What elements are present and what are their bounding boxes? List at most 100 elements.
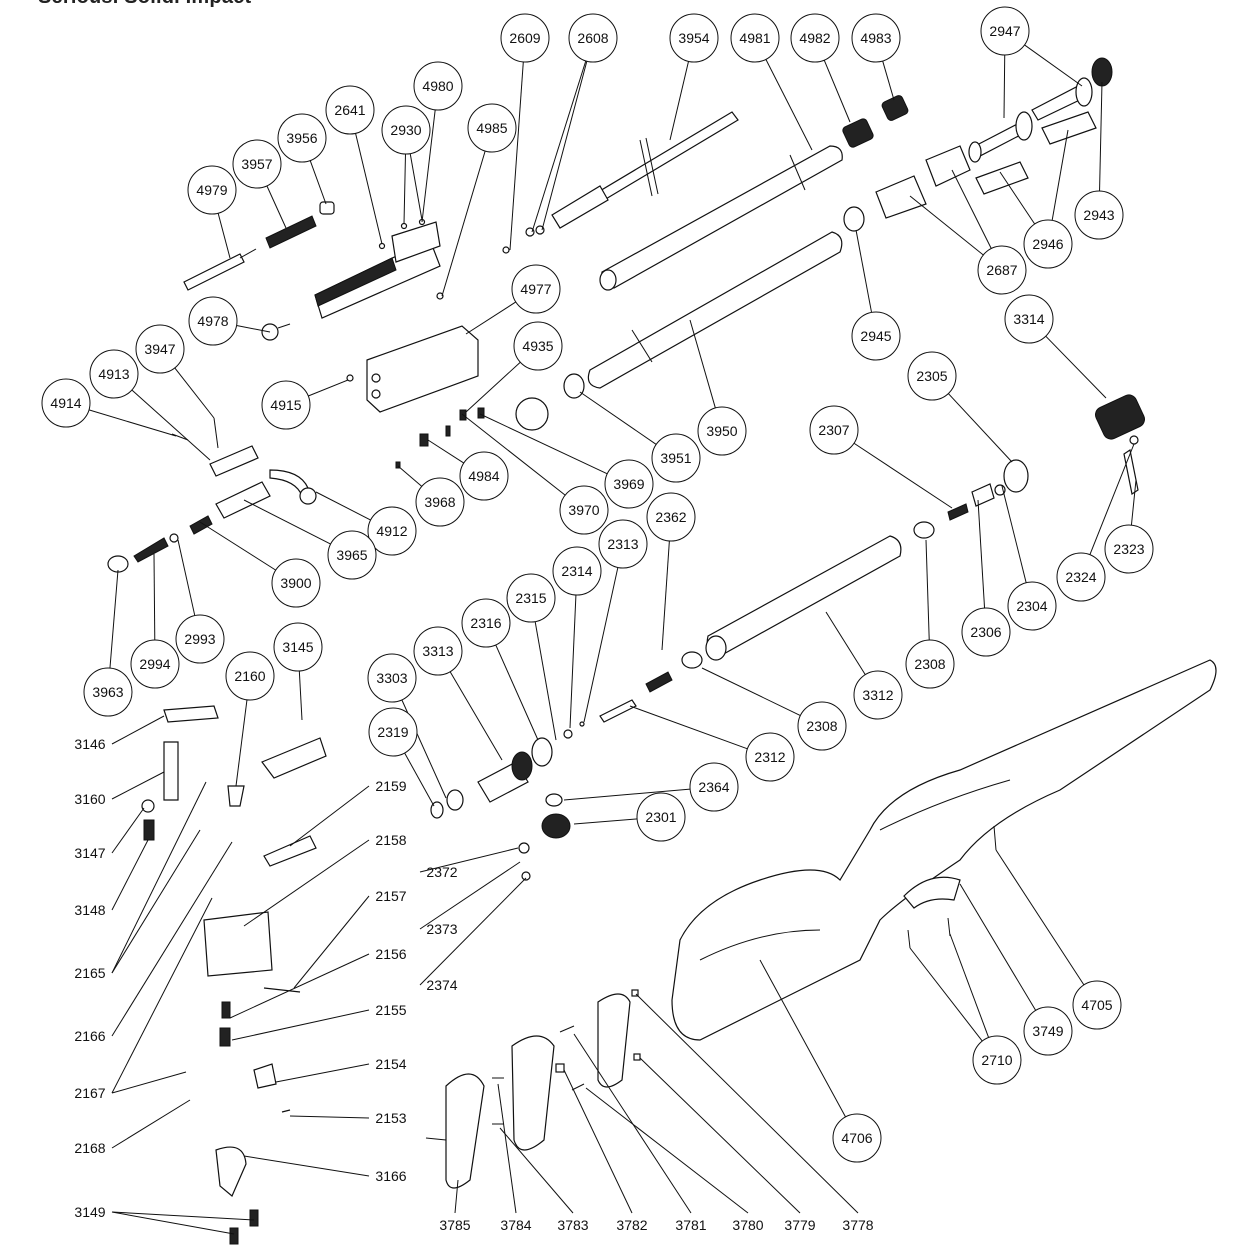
leader-line — [111, 771, 165, 800]
part-number-label: 3950 — [706, 423, 737, 439]
part-number-label: 3780 — [732, 1217, 763, 1233]
part-number-label: 2154 — [375, 1056, 406, 1072]
valve-cylinder-part — [515, 397, 549, 431]
muzzle-collar-part — [842, 95, 909, 148]
callout-bubble — [669, 13, 719, 63]
end-cap-part — [563, 373, 585, 399]
callout-bubble — [1004, 294, 1054, 344]
leader-line — [111, 1071, 187, 1094]
callout-bubble — [598, 519, 648, 569]
bolt-knob-part — [261, 323, 291, 341]
leader-line — [111, 1211, 255, 1221]
leader-line — [88, 409, 177, 437]
callout-bubble — [697, 406, 747, 456]
part-number-label: 3779 — [784, 1217, 815, 1233]
part-number-label: 2364 — [698, 779, 729, 795]
part-number-label: 3783 — [557, 1217, 588, 1233]
callout-bubble — [511, 264, 561, 314]
striker-spring-part — [645, 671, 673, 693]
leader-line — [289, 1115, 370, 1119]
leader-line — [563, 788, 691, 801]
leader-line — [229, 953, 370, 1019]
part-number-label: 4912 — [376, 523, 407, 539]
firing-pin-part — [599, 699, 637, 723]
part-number-label: 4914 — [50, 395, 81, 411]
part-number-label: 3148 — [74, 902, 105, 918]
leader-line — [1130, 479, 1137, 526]
plain-labels: 3146316031473148216521662167216831492159… — [74, 736, 873, 1233]
part-number-label: 4705 — [1081, 997, 1112, 1013]
trigger-guard-part — [903, 876, 961, 909]
part-number-label: 3957 — [241, 156, 272, 172]
callout-bubble — [381, 105, 431, 155]
leader-line — [111, 841, 233, 1037]
part-number-label: 3968 — [424, 494, 455, 510]
leader-line — [174, 367, 215, 419]
part-number-label: 2305 — [916, 368, 947, 384]
leader-line — [131, 389, 211, 461]
callout-bubble — [907, 351, 957, 401]
part-number-label: 2312 — [754, 749, 785, 765]
callout-bubble — [261, 380, 311, 430]
part-number-label: 3147 — [74, 845, 105, 861]
leader-line — [449, 671, 503, 761]
part-number-label: 2372 — [426, 864, 457, 880]
callout-bubble — [730, 13, 780, 63]
part-number-label: 2301 — [645, 809, 676, 825]
callout-bubble — [1072, 980, 1122, 1030]
leader-line — [541, 61, 588, 231]
part-number-label: 4980 — [422, 78, 453, 94]
butt-pad-parts — [425, 989, 641, 1189]
leader-line — [765, 59, 813, 151]
part-number-label: 2314 — [561, 563, 592, 579]
leader-line — [825, 611, 866, 675]
part-number-label: 2319 — [377, 724, 408, 740]
leader-line — [177, 539, 196, 616]
leader-line — [1089, 443, 1135, 555]
callout-bubble — [225, 651, 275, 701]
leader-line — [298, 670, 303, 721]
leader-line — [199, 521, 277, 571]
leader-line — [409, 153, 423, 221]
leader-line — [403, 153, 406, 225]
part-number-label: 2947 — [989, 23, 1020, 39]
leader-lines — [88, 44, 1137, 1235]
leader-line — [531, 60, 587, 233]
part-number-label: 3956 — [286, 130, 317, 146]
small-parts — [346, 218, 1139, 881]
part-number-label: 2687 — [986, 262, 1017, 278]
callout-bubble — [135, 324, 185, 374]
leader-line — [275, 1063, 370, 1083]
leader-line — [629, 705, 748, 750]
part-number-label: 2608 — [577, 30, 608, 46]
part-number-label: 2155 — [375, 1002, 406, 1018]
callout-bubble — [689, 762, 739, 812]
leader-line — [569, 594, 577, 729]
air-tube-part — [705, 535, 902, 661]
leader-line — [243, 839, 370, 927]
part-number-label: 2156 — [375, 946, 406, 962]
leader-line — [153, 553, 156, 641]
part-number-label: 2313 — [607, 536, 638, 552]
rifle-stock-part — [671, 659, 1217, 1041]
outer-tube-part — [599, 145, 843, 291]
valve-screw-parts — [947, 483, 995, 521]
callout-bubble — [368, 707, 418, 757]
callout-bubble — [797, 701, 847, 751]
callout-bubble — [83, 667, 133, 717]
part-number-label: 2157 — [375, 888, 406, 904]
callout-bubble — [327, 530, 377, 580]
leader-line — [495, 644, 539, 741]
part-number-label: 3784 — [500, 1217, 531, 1233]
callout-bubble — [559, 485, 609, 535]
tube-cap-parts — [681, 521, 935, 669]
part-number-label: 3782 — [616, 1217, 647, 1233]
part-number-label: 2160 — [234, 668, 265, 684]
leader-line — [454, 1179, 459, 1214]
leader-line — [355, 133, 383, 245]
callout-bubble — [646, 492, 696, 542]
callout-bubble — [972, 1035, 1022, 1085]
part-number-label: 4981 — [739, 30, 770, 46]
part-number-label: 3303 — [376, 670, 407, 686]
